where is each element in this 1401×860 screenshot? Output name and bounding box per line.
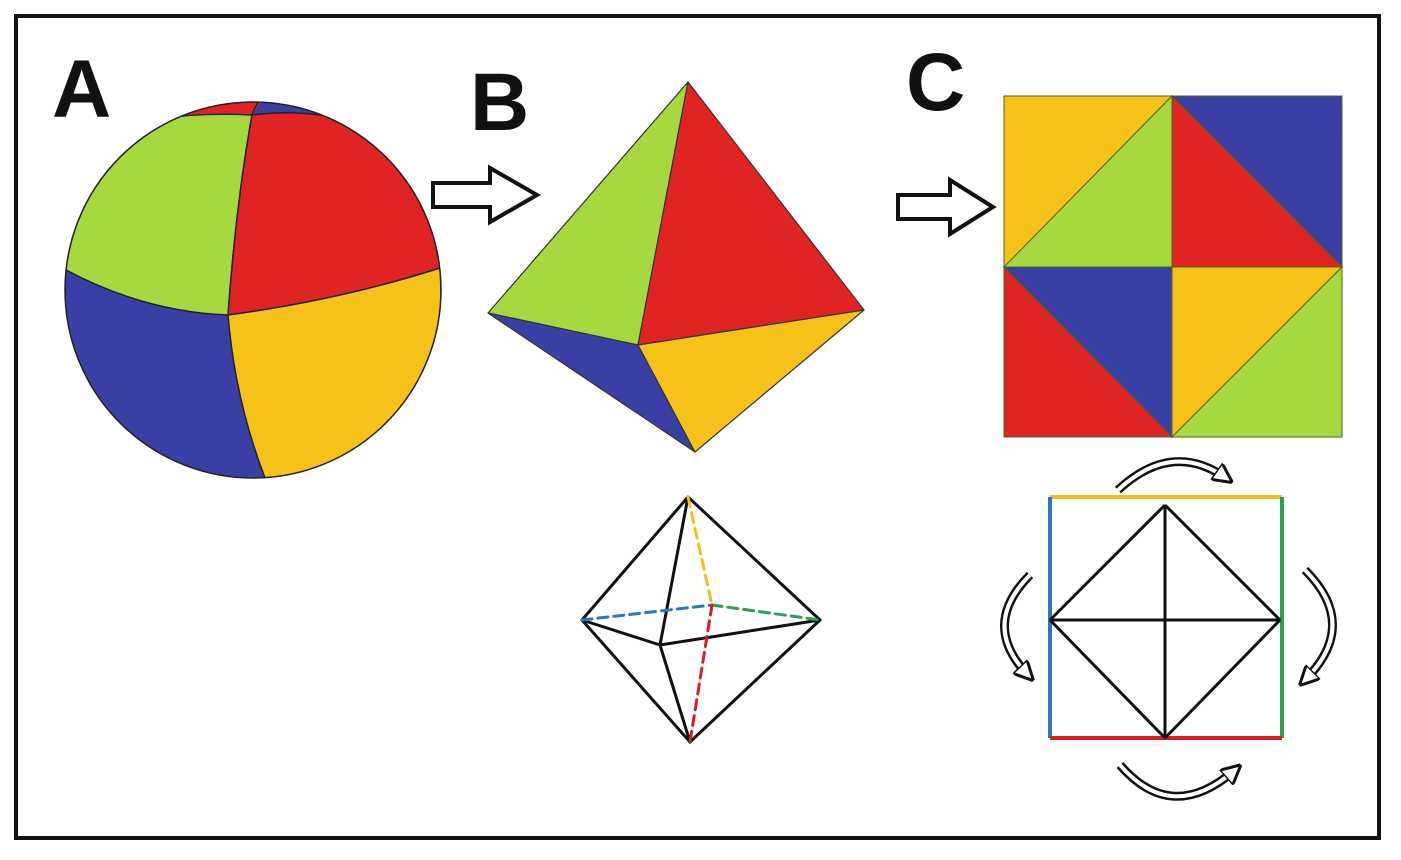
right-arrow-icon xyxy=(431,164,542,226)
sphere-outline xyxy=(64,101,442,479)
hidden-edge-blue xyxy=(580,603,714,622)
panel-label-c: C xyxy=(906,37,965,128)
right-arrow-icon xyxy=(896,176,997,238)
square-red-tri-bl xyxy=(1003,265,1174,438)
octa-yellow-face xyxy=(637,309,865,453)
sphere-a xyxy=(64,101,442,479)
wireframe-square xyxy=(1048,495,1284,740)
octahedron-wireframe xyxy=(580,495,822,744)
hidden-edge-yellow xyxy=(686,495,714,607)
rotation-arrows xyxy=(1000,457,1337,801)
panel-label-b: B xyxy=(470,57,529,148)
hidden-edge-red xyxy=(688,603,714,744)
square-green-tri-br xyxy=(1170,265,1343,438)
panel-label-a: A xyxy=(52,44,111,135)
unfolded-square-c xyxy=(1002,94,1344,439)
hidden-edge-green xyxy=(710,603,822,622)
octahedron-b xyxy=(487,81,865,453)
